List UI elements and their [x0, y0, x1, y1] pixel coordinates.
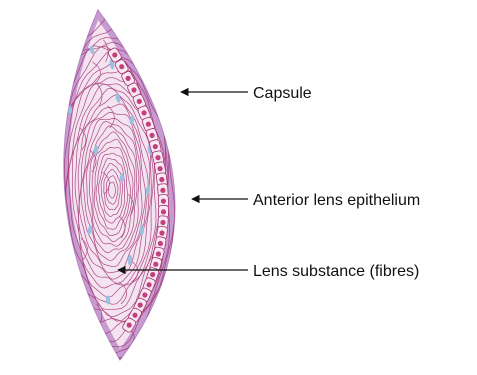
fibre-nucleus [54, 184, 62, 195]
fibre-nucleus [56, 145, 63, 156]
epithelium-label: Anterior lens epithelium [253, 192, 420, 209]
substance-label: Lens substance (fibres) [253, 263, 419, 280]
fibre-nucleus [62, 244, 67, 256]
fibre-nucleus [81, 314, 87, 326]
fibre-nucleus [75, 284, 80, 295]
capsule-label: Capsule [253, 85, 312, 102]
